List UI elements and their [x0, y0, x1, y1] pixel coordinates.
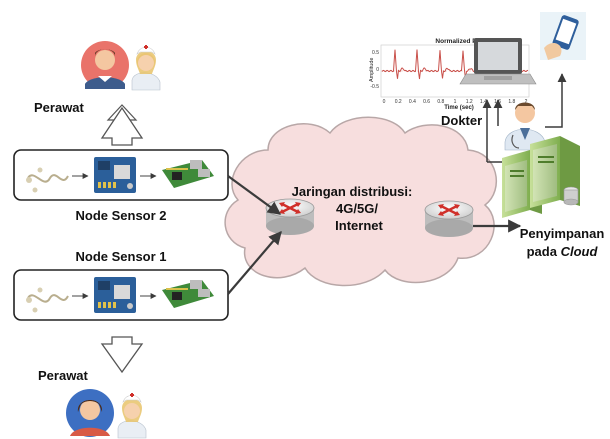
ecg-cable-icon [26, 167, 69, 193]
arrow-node2-to-router [227, 175, 282, 215]
cloud-label-line1: Jaringan distribusi: [292, 184, 413, 199]
cloud-storage-server-icon [502, 136, 580, 218]
dokter-label: Dokter [441, 113, 482, 128]
node-sensor-2-label: Node Sensor 2 [75, 208, 166, 223]
plot-title: Normalized P [435, 38, 477, 45]
node-sensor-1-label: Node Sensor 1 [75, 249, 166, 264]
hollow-arrow-down-icon [100, 336, 144, 374]
raspberry-pi-icon [162, 280, 214, 308]
male-nurse-avatar [81, 41, 129, 89]
arrow-doctor-to-phone [545, 73, 567, 128]
plot-xtick-label: 1 [454, 99, 457, 105]
plot-xtick-label: 0.6 [423, 99, 430, 105]
plot-xtick-label: 2 [525, 99, 528, 105]
perawat-bottom-label: Perawat [38, 368, 89, 383]
plot-xtick-label: 1.8 [508, 99, 515, 105]
plot-ytick-label: -0.5 [370, 84, 379, 90]
smartphone-icon [540, 12, 586, 60]
router-icon-right [424, 200, 474, 237]
ecg-cable-icon [26, 287, 69, 313]
plot-ytick-label: 0 [376, 67, 379, 73]
sensor-board-icon [94, 277, 136, 313]
arrow-node1-to-router [227, 230, 282, 295]
plot-xtick-label: 1.4 [480, 99, 487, 105]
storage-label-cloud: Cloud [561, 244, 599, 259]
perawat-top-label: Perawat [34, 100, 85, 115]
node-sensor-2-box [13, 149, 229, 201]
cloud-label-line3: Internet [335, 218, 383, 233]
hollow-arrow-up-icon [100, 104, 144, 146]
raspberry-pi-icon [162, 160, 214, 188]
plot-xtick-label: 0 [383, 99, 386, 105]
plot-xtick-label: 0.4 [409, 99, 416, 105]
female-nurse-icon [131, 45, 161, 91]
router-icon-left [265, 198, 315, 235]
cloud-label-line2: 4G/5G/ [336, 201, 378, 216]
node-sensor-1-box [13, 269, 229, 321]
female-patient-avatar [66, 389, 114, 437]
plot-xlabel: Time (sec) [444, 105, 474, 111]
distribution-network-cloud [224, 116, 498, 287]
laptop-icon [459, 38, 537, 85]
female-nurse-icon [117, 393, 147, 439]
storage-label-line1: Penyimpanan [520, 226, 605, 241]
storage-label-prefix: pada [527, 244, 561, 259]
plot-xtick-label: 1.2 [466, 99, 473, 105]
sensor-board-icon [94, 157, 136, 193]
plot-ylabel: Amplitude [369, 58, 375, 82]
storage-label-line2: pada Cloud [527, 244, 599, 259]
plot-xtick-label: 0.8 [437, 99, 444, 105]
plot-ytick-label: 0.5 [372, 50, 379, 56]
plot-xtick-label: 0.2 [395, 99, 402, 105]
